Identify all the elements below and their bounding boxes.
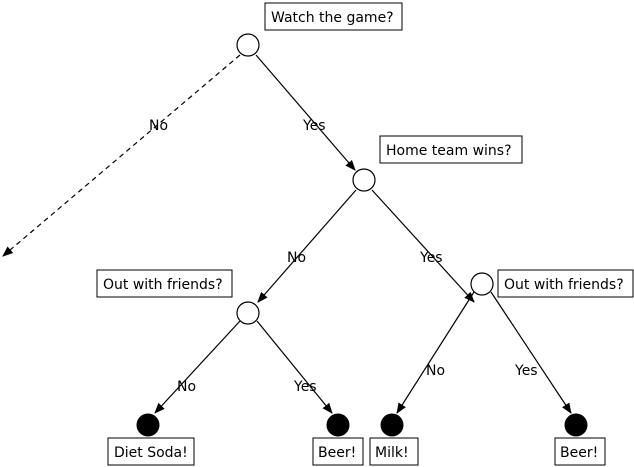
leaf-node-milk xyxy=(380,413,404,437)
question-text-friends-right: Out with friends? xyxy=(504,277,624,293)
decision-node-friends-right xyxy=(470,272,494,296)
leaf-node-beer-left xyxy=(326,413,350,437)
decision-node-friends-left xyxy=(236,301,260,325)
edge-label-right-yes: Yes xyxy=(514,363,538,379)
leaf-node-beer-right xyxy=(564,413,588,437)
edge-label-left-no: No xyxy=(177,379,196,395)
edge-label-root-no: No xyxy=(149,118,168,134)
leaf-node-diet-soda xyxy=(136,413,160,437)
outcome-text-beer-right: Beer! xyxy=(560,445,598,461)
edge-label-root-yes: Yes xyxy=(302,118,326,134)
edge-label-home-yes: Yes xyxy=(419,250,443,266)
question-box-root: Watch the game? xyxy=(264,2,403,31)
edge-label-left-yes: Yes xyxy=(293,379,317,395)
decision-node-root xyxy=(236,33,260,57)
outcome-text-milk: Milk! xyxy=(375,445,409,461)
question-text-home-team: Home team wins? xyxy=(386,143,512,159)
edge-label-home-no: No xyxy=(287,250,306,266)
question-box-home-team: Home team wins? xyxy=(379,135,523,164)
decision-node-home-team xyxy=(352,168,376,192)
outcome-box-beer-left: Beer! xyxy=(312,437,364,466)
edge-left-no xyxy=(154,320,241,414)
question-text-friends-left: Out with friends? xyxy=(103,277,223,293)
outcome-box-milk: Milk! xyxy=(369,437,419,466)
question-box-friends-right: Out with friends? xyxy=(497,269,634,298)
question-box-friends-left: Out with friends? xyxy=(96,269,233,298)
edge-right-yes xyxy=(490,291,572,414)
edge-home-no xyxy=(257,189,357,303)
edge-right-no xyxy=(396,291,475,414)
edge-left-yes xyxy=(256,320,333,414)
question-text-root: Watch the game? xyxy=(271,10,394,26)
outcome-text-beer-left: Beer! xyxy=(318,445,356,461)
edge-home-yes xyxy=(371,189,475,303)
edge-label-right-no: No xyxy=(426,363,445,379)
edge-root-yes xyxy=(255,54,356,171)
outcome-box-beer-right: Beer! xyxy=(554,437,606,466)
edge-root-no xyxy=(2,54,241,257)
outcome-box-diet-soda: Diet Soda! xyxy=(107,437,195,466)
outcome-text-diet-soda: Diet Soda! xyxy=(114,445,188,461)
